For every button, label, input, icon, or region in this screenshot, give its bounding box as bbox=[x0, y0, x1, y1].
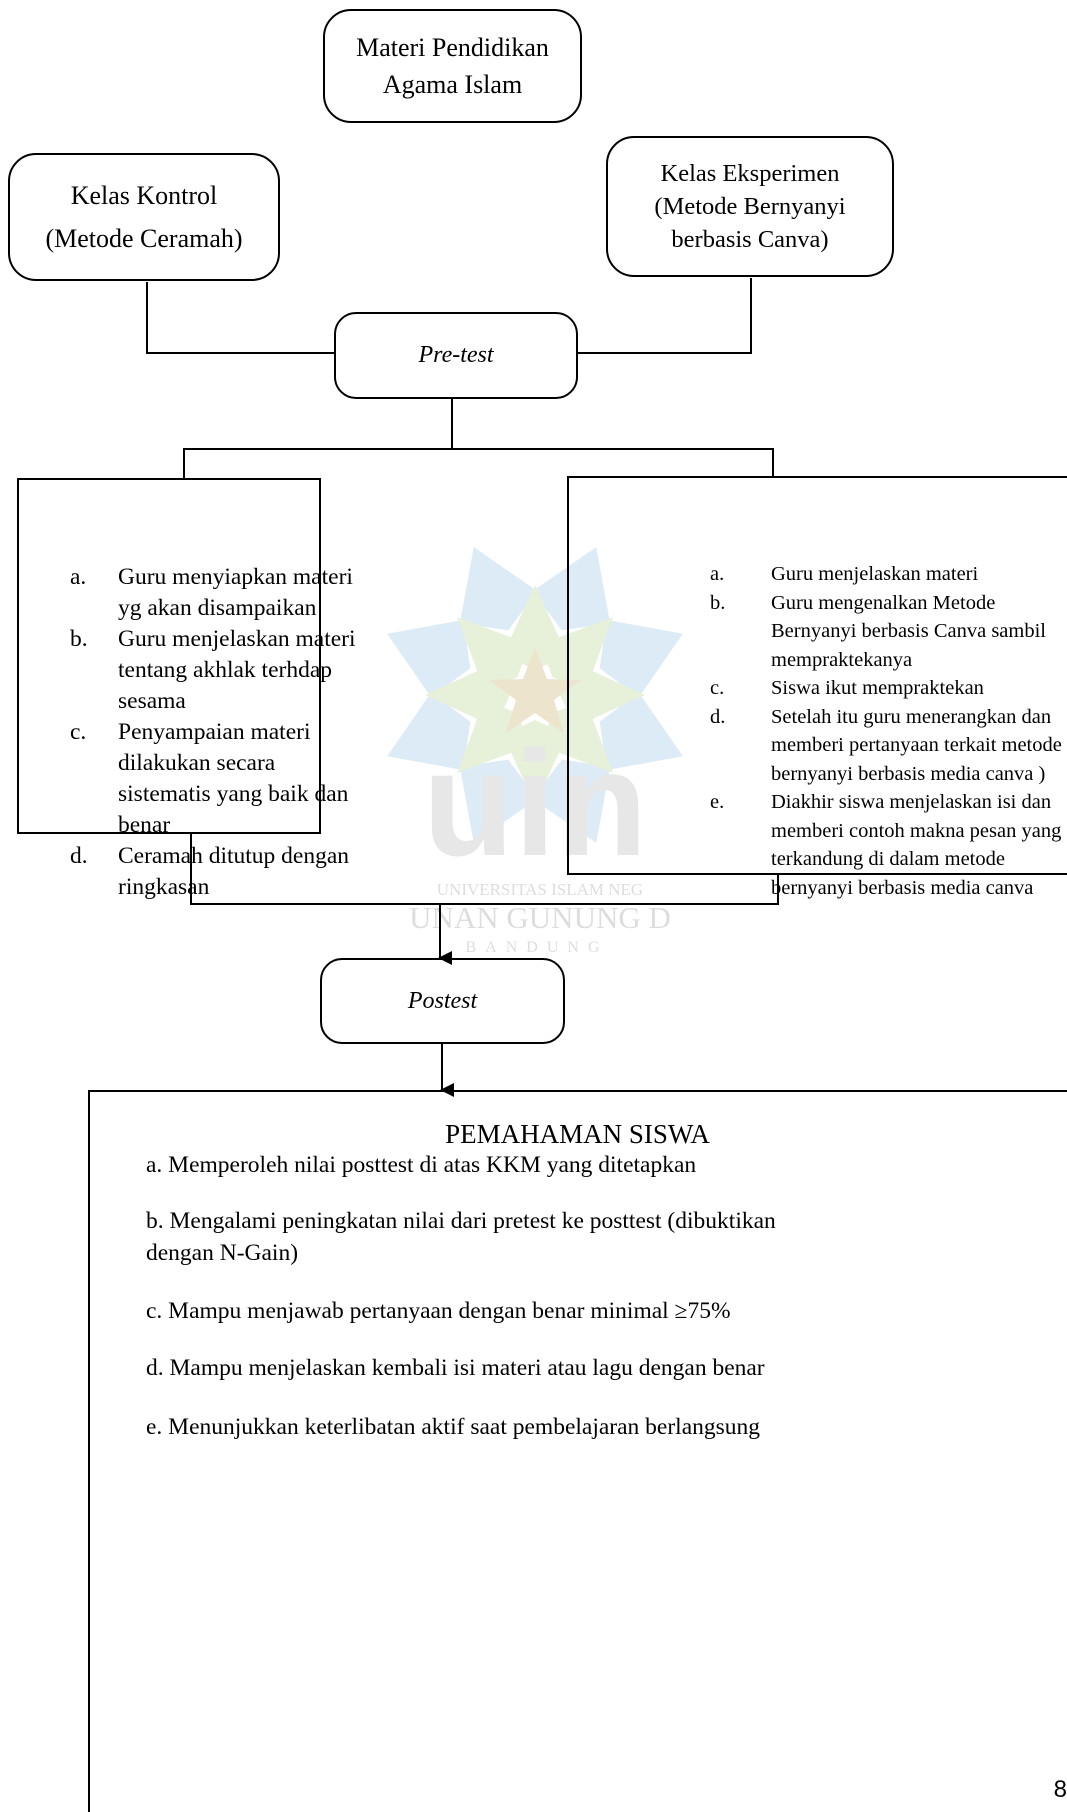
watermark-petal-outer bbox=[459, 759, 538, 843]
watermark-petal-outer bbox=[599, 619, 683, 698]
control-step-item: c. Penyampaian materi dilakukan secara si… bbox=[70, 717, 360, 841]
watermark-ornament bbox=[387, 547, 683, 843]
subject-line-1: Materi Pendidikan bbox=[356, 33, 549, 62]
control-steps-box bbox=[17, 478, 321, 834]
control-step-marker: c. bbox=[70, 719, 87, 745]
experiment-step-text: Guru menjelaskan materi bbox=[771, 563, 979, 585]
experiment-class-method-2: berbasis Canva) bbox=[671, 226, 829, 253]
control-to-pretest-line bbox=[146, 282, 335, 354]
posttest-box: Postest bbox=[320, 958, 565, 1044]
control-step-marker: b. bbox=[70, 626, 88, 652]
watermark-petal-outer bbox=[599, 692, 683, 771]
experiment-step-text: Guru mengenalkan Metode Bernyanyi berbas… bbox=[771, 591, 1046, 671]
outcome-criterion: b. Mengalami peningkatan nilai dari pret… bbox=[146, 1208, 776, 1234]
watermark-petal-outer bbox=[532, 759, 611, 843]
experiment-step-marker: a. bbox=[710, 563, 725, 585]
outcome-criterion: c. Mampu menjawab pertanyaan dengan bena… bbox=[146, 1298, 731, 1324]
experiment-step-marker: b. bbox=[710, 591, 726, 614]
control-step-item: d. Ceramah ditutup dengan ringkasan bbox=[70, 841, 360, 903]
split-line bbox=[183, 448, 774, 478]
watermark-line-1: UNIVERSITAS ISLAM NEG bbox=[437, 880, 643, 899]
experiment-step-item: b. Guru mengenalkan Metode Bernyanyi berb… bbox=[710, 589, 1065, 675]
watermark-petal-outer bbox=[387, 692, 471, 771]
control-class-method: (Metode Ceramah) bbox=[45, 224, 243, 253]
experiment-step-marker: d. bbox=[710, 705, 726, 728]
experiment-step-text: Diakhir siswa menjelaskan isi dan member… bbox=[771, 791, 1062, 899]
experiment-steps-list: a. Guru menjelaskan materi b. Guru mengenal… bbox=[710, 560, 1065, 902]
control-class-box: Kelas Kontrol (Metode Ceramah) bbox=[8, 153, 280, 281]
outcome-criterion: e. Menunjukkan keterlibatan aktif saat p… bbox=[146, 1414, 761, 1440]
watermark-petal-inner bbox=[540, 617, 613, 690]
watermark-line-3: BANDUNG bbox=[466, 939, 609, 956]
experiment-step-item: c. Siswa ikut mempraktekan bbox=[710, 674, 1065, 703]
experiment-class-box: Kelas Eksperimen (Metode Bernyanyi berba… bbox=[606, 136, 894, 277]
watermark-petal-outer bbox=[532, 547, 611, 631]
university-logo-watermark: uin UNIVERSITAS ISLAM NEG UNAN GUNUNG D … bbox=[387, 547, 683, 956]
watermark-line-2: UNAN GUNUNG D bbox=[409, 900, 671, 935]
experiment-step-text: Setelah itu guru menerangkan dan memberi… bbox=[771, 705, 1062, 785]
control-step-item: a. Guru menyiapkan materi yg akan disampa… bbox=[70, 562, 360, 624]
merge-line bbox=[190, 834, 779, 905]
outcome-box bbox=[88, 1090, 1067, 1812]
control-step-text: Guru menyiapkan materi yg akan disampaik… bbox=[118, 564, 353, 621]
control-steps-list: a. Guru menyiapkan materi yg akan disampa… bbox=[70, 562, 360, 903]
experiment-step-marker: e. bbox=[710, 791, 725, 813]
posttest-label: Postest bbox=[407, 987, 478, 1014]
experiment-step-item: e. Diakhir siswa menjelaskan isi dan memb… bbox=[710, 788, 1065, 902]
pretest-label: Pre-test bbox=[418, 342, 494, 368]
control-class-title: Kelas Kontrol bbox=[70, 181, 218, 210]
control-step-text: Ceramah ditutup dengan ringkasan bbox=[118, 843, 350, 900]
pretest-box: Pre-test bbox=[334, 312, 578, 399]
experiment-steps-box bbox=[567, 476, 1067, 875]
experiment-class-title: Kelas Eksperimen bbox=[660, 160, 840, 187]
page-number: 8 bbox=[1053, 1776, 1067, 1803]
outcome-title: PEMAHAMAN SISWA bbox=[445, 1119, 710, 1149]
experiment-step-item: a. Guru menjelaskan materi bbox=[710, 560, 1065, 589]
watermark-logo-text: uin bbox=[423, 719, 648, 887]
star-icon bbox=[489, 647, 581, 733]
experiment-step-text: Siswa ikut mempraktekan bbox=[771, 677, 984, 699]
experiment-class-method-1: (Metode Bernyanyi bbox=[654, 193, 846, 220]
control-step-marker: d. bbox=[70, 843, 88, 869]
watermark-petal-outer bbox=[459, 547, 538, 631]
outcome-criterion: d. Mampu menjelaskan kembali isi materi … bbox=[146, 1355, 765, 1381]
watermark-petal-inner bbox=[457, 617, 530, 690]
subject-line-2: Agama Islam bbox=[382, 70, 523, 99]
experiment-to-pretest-line bbox=[577, 278, 752, 354]
control-step-marker: a. bbox=[70, 564, 87, 590]
control-step-text: Guru menjelaskan materi tentang akhlak t… bbox=[118, 626, 356, 714]
experiment-step-marker: c. bbox=[710, 677, 725, 699]
outcome-criterion: a. Memperoleh nilai posttest di atas KKM… bbox=[146, 1152, 697, 1178]
outcome-criterion: dengan N-Gain) bbox=[146, 1240, 299, 1266]
subject-box: Materi Pendidikan Agama Islam bbox=[323, 9, 582, 123]
watermark-petal-outer bbox=[387, 619, 471, 698]
experiment-step-item: d. Setelah itu guru menerangkan dan membe… bbox=[710, 703, 1065, 789]
control-step-text: Penyampaian materi dilakukan secara sist… bbox=[118, 719, 349, 838]
control-step-item: b. Guru menjelaskan materi tentang akhlak… bbox=[70, 624, 360, 717]
